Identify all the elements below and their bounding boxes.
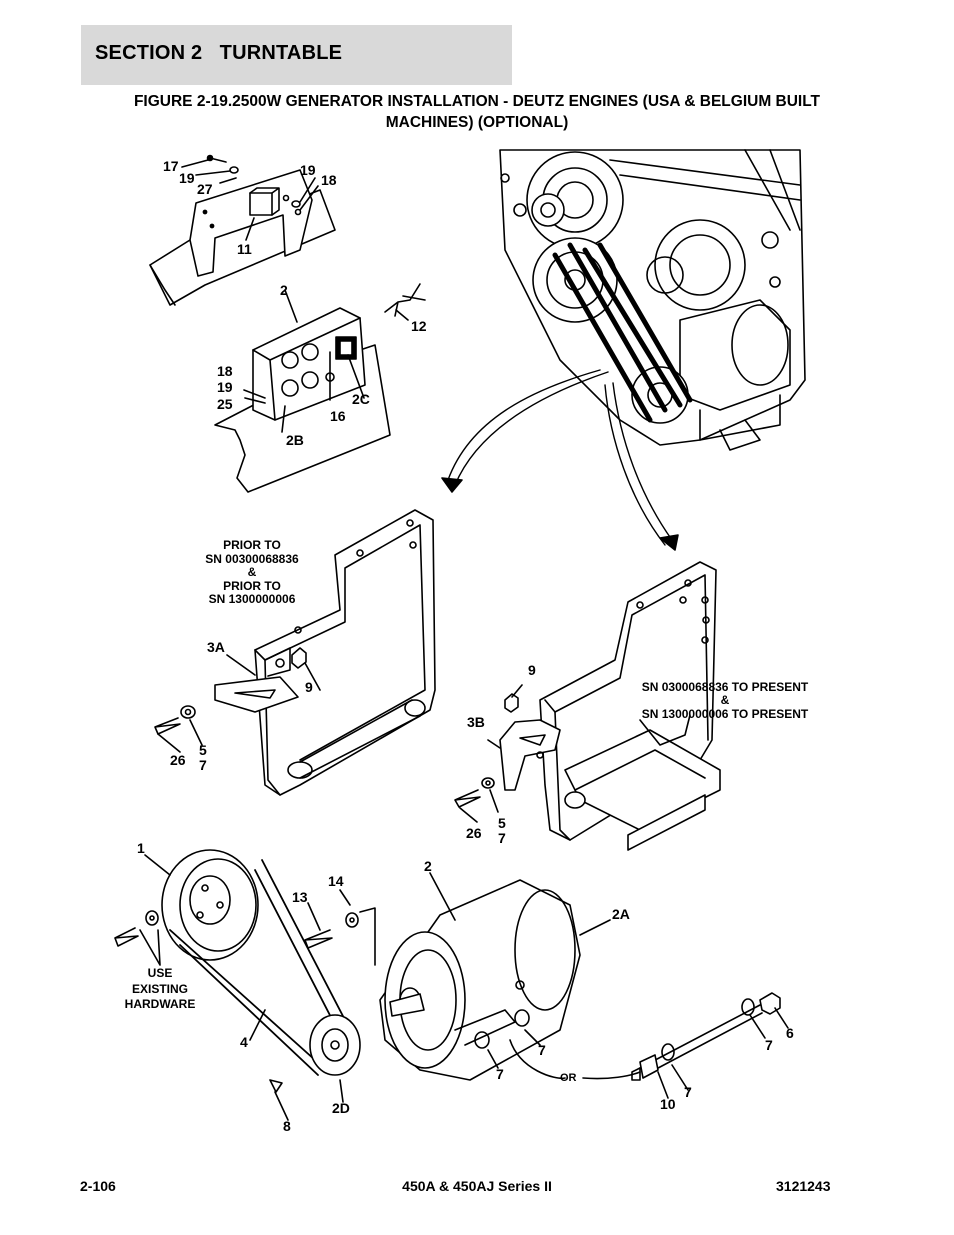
figure-title-line-2: MACHINES) (OPTIONAL) — [385, 114, 569, 131]
present-note-line: SN 1300000006 TO PRESENT — [642, 707, 809, 721]
outlet-box-assembly — [214, 283, 426, 493]
prior-note-line: SN 00300068836 — [205, 552, 299, 566]
callout-19: 19 — [179, 170, 195, 186]
callout-27: 27 — [197, 181, 213, 197]
callout-7: 7 — [498, 830, 506, 846]
callout-17: 17 — [163, 158, 179, 174]
callout-2b: 2B — [286, 432, 304, 448]
callout-labels: 17 19 27 19 18 11 2 12 18 19 25 2C 16 2B… — [125, 158, 809, 1134]
hardware-note-line: EXISTING — [132, 982, 188, 996]
mounting-bracket-prior — [154, 509, 436, 796]
callout-19: 19 — [300, 162, 316, 178]
or-note: OR — [560, 1072, 577, 1084]
prior-note-line: SN 1300000006 — [209, 592, 296, 606]
callout-6: 6 — [786, 1025, 794, 1041]
prior-note-line: & — [248, 565, 257, 579]
figure-title-line-1: FIGURE 2-19.2500W GENERATOR INSTALLATION… — [133, 93, 821, 110]
callout-13: 13 — [292, 889, 308, 905]
engine-assembly — [499, 149, 806, 451]
callout-10: 10 — [660, 1096, 676, 1112]
callout-1: 1 — [137, 840, 145, 856]
callout-9: 9 — [305, 679, 313, 695]
callout-12: 12 — [411, 318, 427, 334]
callout-26: 26 — [170, 752, 186, 768]
callout-2: 2 — [280, 282, 288, 298]
callout-7: 7 — [538, 1042, 546, 1058]
callout-7: 7 — [496, 1066, 504, 1082]
callout-4: 4 — [240, 1034, 248, 1050]
callout-26: 26 — [466, 825, 482, 841]
callout-2: 2 — [424, 858, 432, 874]
callout-2a: 2A — [612, 906, 630, 922]
callout-7: 7 — [765, 1037, 773, 1053]
present-note-line: & — [721, 693, 730, 707]
callout-18: 18 — [217, 363, 233, 379]
callout-9: 9 — [528, 662, 536, 678]
prior-note-line: PRIOR TO — [223, 538, 281, 552]
callout-18: 18 — [321, 172, 337, 188]
prior-note-line: PRIOR TO — [223, 579, 281, 593]
model-name: 450A & 450AJ Series II — [402, 1178, 552, 1194]
detail-arrows — [441, 369, 679, 551]
callout-5: 5 — [199, 742, 207, 758]
callout-14: 14 — [328, 873, 344, 889]
callout-19: 19 — [217, 379, 233, 395]
callout-5: 5 — [498, 815, 506, 831]
callout-11: 11 — [237, 241, 252, 257]
callout-2c: 2C — [352, 391, 370, 407]
generator-drive-assembly — [114, 849, 789, 1121]
present-note-line: SN 0300068836 TO PRESENT — [642, 680, 809, 694]
page-number: 2-106 — [80, 1178, 116, 1194]
callout-7: 7 — [199, 757, 207, 773]
section-title: SECTION 2 TURNTABLE — [95, 42, 343, 64]
hardware-note-line: HARDWARE — [125, 997, 196, 1011]
callout-25: 25 — [217, 396, 233, 412]
callout-2d: 2D — [332, 1100, 350, 1116]
callout-3a: 3A — [207, 639, 225, 655]
callout-8: 8 — [283, 1118, 291, 1134]
document-number: 3121243 — [776, 1178, 831, 1194]
callout-7: 7 — [684, 1084, 692, 1100]
callout-3b: 3B — [467, 714, 485, 730]
callout-16: 16 — [330, 408, 346, 424]
figure-title: FIGURE 2-19.2500W GENERATOR INSTALLATION… — [80, 91, 874, 133]
relay-bracket-assembly — [149, 154, 336, 306]
hardware-note-line: USE — [148, 966, 173, 980]
mounting-bracket-present — [454, 561, 721, 851]
section-header-band: SECTION 2 TURNTABLE — [81, 25, 512, 85]
